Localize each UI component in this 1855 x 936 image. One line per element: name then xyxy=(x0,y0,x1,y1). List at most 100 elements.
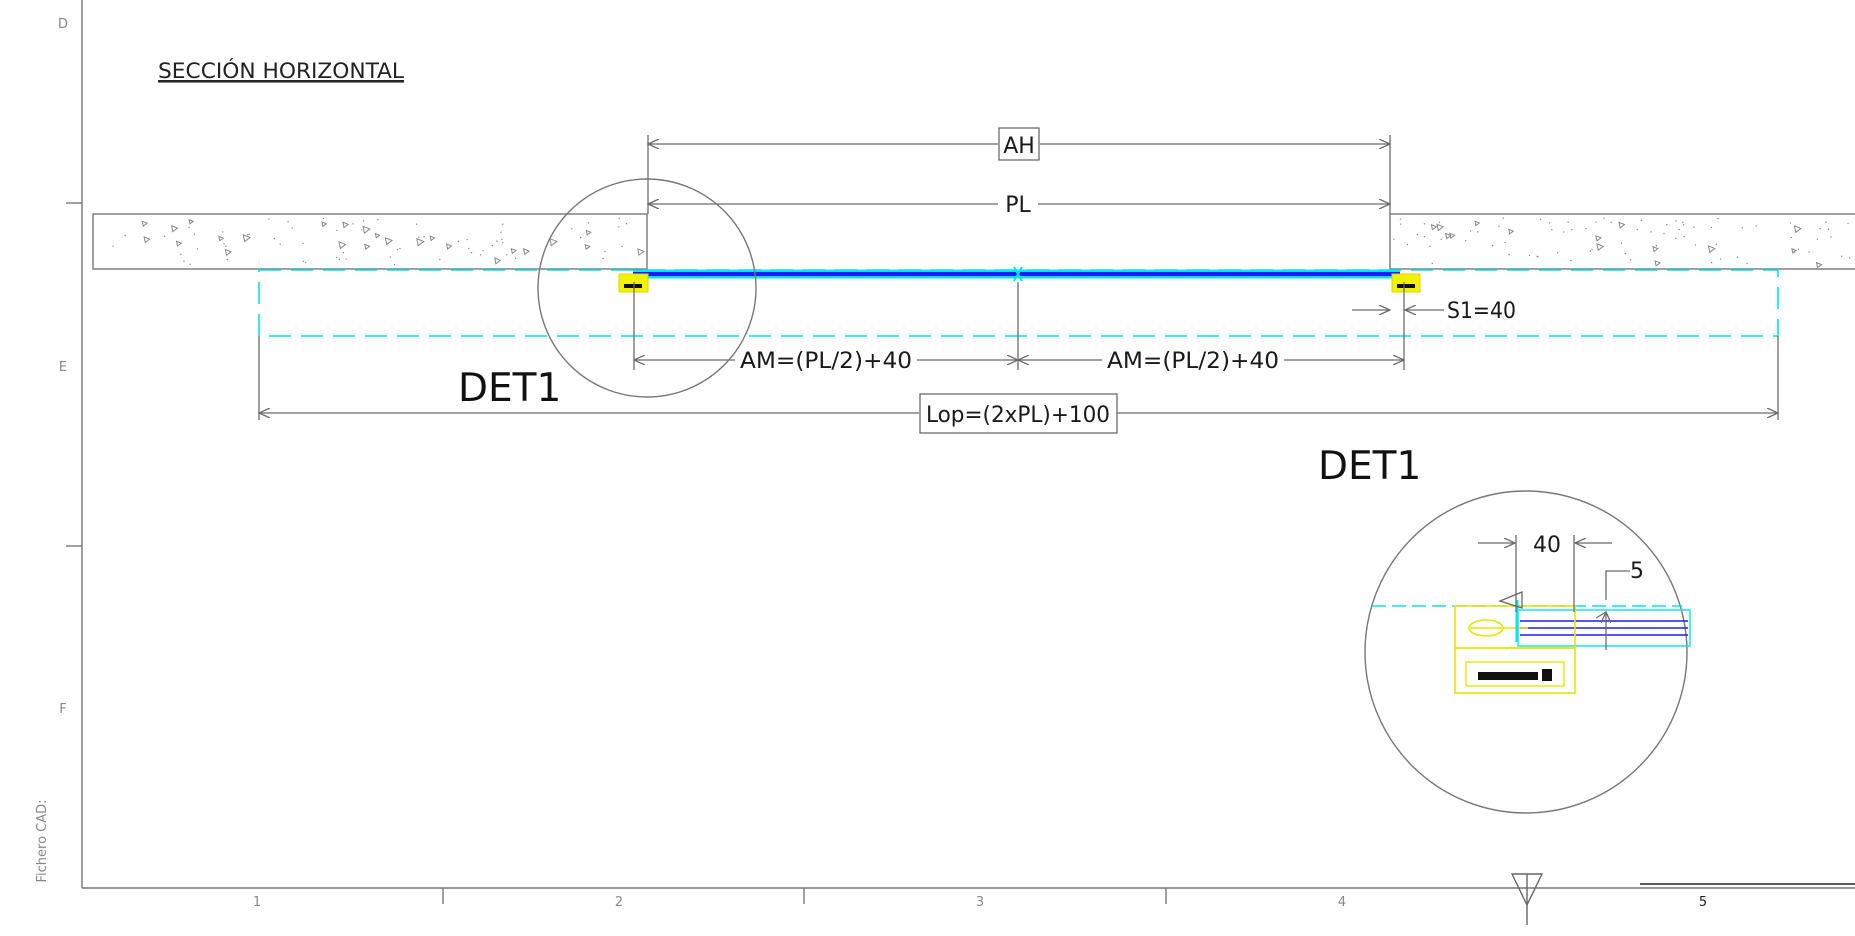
concrete-aggregate-mark xyxy=(143,236,151,244)
concrete-aggregate-dot xyxy=(223,243,225,245)
concrete-aggregate-mark xyxy=(175,240,183,247)
concrete-aggregate-dot xyxy=(501,238,503,241)
concrete-aggregate-dot xyxy=(1469,230,1472,232)
dimension-ah xyxy=(648,127,1390,214)
concrete-aggregate-dot xyxy=(1465,239,1467,242)
concrete-aggregate-dot xyxy=(1790,236,1792,239)
concrete-aggregate-dot xyxy=(124,234,126,237)
concrete-aggregate-dot xyxy=(1406,243,1409,246)
concrete-aggregate-mark xyxy=(522,248,531,256)
concrete-aggregate-dot xyxy=(1399,218,1402,220)
concrete-aggregate-dot xyxy=(1620,242,1623,244)
concrete-aggregate-mark xyxy=(1654,260,1662,267)
column-label-3: 3 xyxy=(976,895,984,910)
concrete-wall-right xyxy=(1389,213,1855,270)
concrete-aggregate-dot xyxy=(1539,218,1542,221)
concrete-aggregate-dot xyxy=(1710,226,1713,229)
concrete-aggregate-dot xyxy=(1603,217,1605,219)
concrete-aggregate-mark xyxy=(242,234,251,243)
concrete-aggregate-dot xyxy=(470,251,473,254)
concrete-aggregate-dot xyxy=(389,256,391,258)
concrete-aggregate-dot xyxy=(1563,231,1565,233)
concrete-aggregate-dot xyxy=(1476,231,1479,233)
concrete-aggregate-dot xyxy=(1683,224,1685,226)
concrete-aggregate-dot xyxy=(1640,219,1643,222)
concrete-aggregate-dot xyxy=(1663,232,1665,235)
concrete-aggregate-mark xyxy=(1508,228,1515,235)
concrete-aggregate-dot xyxy=(1567,221,1569,223)
concrete-aggregate-dot xyxy=(1548,222,1551,224)
concrete-aggregate-dot xyxy=(1715,243,1718,245)
concrete-aggregate-mark xyxy=(585,229,592,236)
concrete-aggregate-dot xyxy=(222,231,224,233)
concrete-aggregate-mark xyxy=(321,221,328,228)
concrete-aggregate-dot xyxy=(396,248,399,251)
concrete-aggregate-dot xyxy=(502,242,504,244)
detail-dimension-5-label: 5 xyxy=(1630,559,1644,584)
detail-dimension-40 xyxy=(1478,535,1612,612)
sheet-frame xyxy=(66,0,1855,904)
dimension-pl-label: PL xyxy=(1005,193,1031,218)
concrete-aggregate-mark xyxy=(170,224,179,233)
concrete-aggregate-dot xyxy=(1746,262,1748,265)
concrete-aggregate-dot xyxy=(480,254,482,256)
concrete-aggregate-dot xyxy=(1585,227,1587,230)
concrete-aggregate-mark xyxy=(342,221,350,229)
concrete-aggregate-dot xyxy=(1416,233,1419,236)
concrete-aggregate-mark xyxy=(1652,245,1659,253)
concrete-aggregate-dot xyxy=(1556,252,1559,254)
concrete-aggregate-dot xyxy=(482,250,484,252)
concrete-aggregate-dot xyxy=(180,253,182,256)
concrete-aggregate-dot xyxy=(1682,221,1684,224)
concrete-aggregate-dot xyxy=(602,257,604,260)
concrete-aggregate-dot xyxy=(580,236,582,239)
concrete-aggregate-mark xyxy=(429,235,436,242)
section-title: SECCIÓN HORIZONTAL xyxy=(158,58,405,83)
section-marker xyxy=(1510,873,1544,925)
concrete-texture xyxy=(112,217,645,266)
concrete-aggregate-dot xyxy=(1847,222,1849,225)
concrete-aggregate-dot xyxy=(1429,245,1431,248)
row-label-f: F xyxy=(59,702,66,717)
concrete-aggregate-dot xyxy=(291,227,293,229)
concrete-aggregate-dot xyxy=(163,235,166,238)
concrete-aggregate-dot xyxy=(196,248,199,250)
concrete-aggregate-dot xyxy=(1736,256,1739,258)
concrete-aggregate-dot xyxy=(342,252,345,254)
concrete-aggregate-dot xyxy=(1830,236,1832,238)
concrete-aggregate-dot xyxy=(1438,221,1441,223)
detail-callout-circle xyxy=(537,178,757,398)
concrete-aggregate-mark xyxy=(141,220,149,228)
concrete-aggregate-dot xyxy=(1423,235,1426,238)
concrete-aggregate-dot xyxy=(393,263,396,266)
concrete-aggregate-dot xyxy=(571,228,573,230)
concrete-aggregate-mark xyxy=(188,218,195,225)
door-panel xyxy=(633,266,1400,282)
concrete-aggregate-dot xyxy=(1508,254,1510,256)
concrete-aggregate-dot xyxy=(466,238,468,241)
concrete-aggregate-dot xyxy=(587,222,590,224)
concrete-aggregate-dot xyxy=(1848,257,1851,259)
concrete-aggregate-dot xyxy=(268,218,270,220)
concrete-aggregate-dot xyxy=(625,222,628,225)
concrete-aggregate-mark xyxy=(1815,261,1823,269)
detail-callout-label: DET1 xyxy=(458,366,561,411)
concrete-aggregate-dot xyxy=(514,257,517,260)
concrete-aggregate-dot xyxy=(273,237,276,240)
detail-dimension-5 xyxy=(1595,570,1630,650)
concrete-aggregate-dot xyxy=(305,261,307,264)
concrete-aggregate-dot xyxy=(491,244,493,247)
concrete-aggregate-mark xyxy=(1430,223,1438,231)
detail-drawing xyxy=(1372,591,1691,694)
concrete-aggregate-dot xyxy=(1819,228,1821,230)
concrete-aggregate-dot xyxy=(1655,245,1658,247)
concrete-aggregate-dot xyxy=(1666,224,1668,226)
concrete-aggregate-dot xyxy=(1719,258,1722,260)
concrete-aggregate-dot xyxy=(188,226,190,229)
dimension-lop-label: Lop=(2xPL)+100 xyxy=(926,403,1110,428)
concrete-aggregate-dot xyxy=(302,242,304,245)
concrete-aggregate-mark xyxy=(362,225,371,234)
concrete-aggregate-dot xyxy=(468,247,470,250)
concrete-aggregate-dot xyxy=(345,258,347,260)
concrete-aggregate-dot xyxy=(1710,261,1713,264)
